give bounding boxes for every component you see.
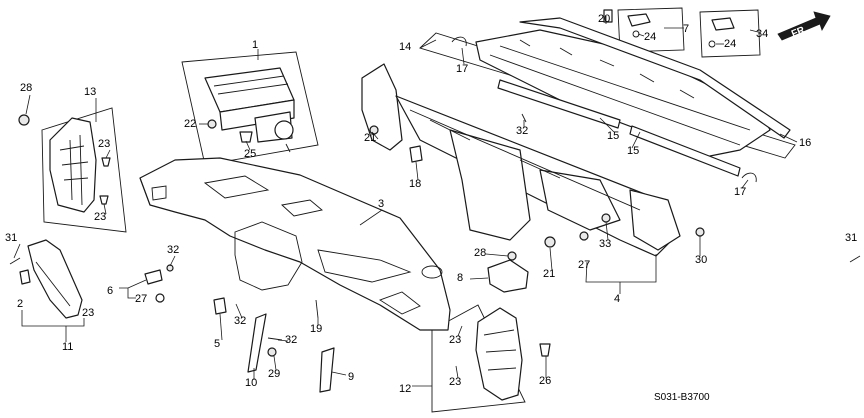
bolt-21-lower [544, 236, 556, 248]
bracket-7 [627, 13, 651, 27]
callout-c13: 13 [84, 86, 96, 98]
callout-c27a: 27 [135, 293, 147, 305]
screw-32-center [267, 337, 283, 341]
callout-c19: 19 [310, 323, 322, 335]
callout-c15a: 15 [607, 130, 619, 142]
callout-c32d: 32 [516, 125, 528, 137]
callout-c1: 1 [252, 39, 258, 51]
group-box-13 [41, 107, 127, 233]
clip-23-upper [101, 157, 111, 167]
callout-c31b: 31 [845, 232, 857, 244]
callout-c7: 7 [683, 23, 689, 35]
group-box-12 [431, 304, 526, 413]
bracket-5 [213, 297, 227, 315]
screw-30 [695, 227, 705, 237]
callout-c21a: 21 [364, 132, 376, 144]
callout-labels: 1234567891011121314151516171718192021212… [5, 13, 857, 395]
callout-c29: 29 [268, 368, 280, 380]
callout-c23a: 23 [98, 138, 110, 150]
clip-17-left [451, 36, 467, 47]
screw-31-left [9, 257, 21, 265]
callout-c23c: 23 [82, 307, 94, 319]
right-side-lid [475, 307, 523, 401]
clip-28-left [18, 114, 30, 126]
garnish-16 [519, 17, 791, 139]
clip-29 [267, 347, 277, 357]
callout-c16: 16 [799, 137, 811, 149]
callout-c18: 18 [409, 178, 421, 190]
group-box-7 [617, 7, 685, 53]
bolt-27-right [579, 231, 589, 241]
screw-31-right [849, 255, 861, 263]
callout-c9: 9 [348, 371, 354, 383]
callout-c24a: 24 [644, 31, 656, 43]
callout-c34: 34 [756, 28, 768, 40]
bracket-10 [247, 313, 267, 373]
callout-c15b: 15 [627, 145, 639, 157]
clip-25 [239, 131, 253, 143]
callout-c23d: 23 [449, 334, 461, 346]
callout-c21b: 21 [543, 268, 555, 280]
callout-c4: 4 [614, 293, 620, 305]
clip-set-6 [144, 264, 174, 303]
callout-c27b: 27 [578, 259, 590, 271]
clip-23-lower [99, 195, 109, 205]
callout-c31a: 31 [5, 232, 17, 244]
callout-c23e: 23 [449, 376, 461, 388]
defroster-duct-15 [497, 79, 741, 177]
callout-c2: 2 [17, 298, 23, 310]
ring-24-right [708, 40, 716, 48]
callout-c14: 14 [399, 41, 411, 53]
callout-c22: 22 [184, 118, 196, 130]
callout-c5: 5 [214, 338, 220, 350]
airbag-module [204, 67, 295, 153]
bracket-34 [711, 17, 735, 31]
screw-32-upper [521, 113, 527, 123]
callout-c6: 6 [107, 285, 113, 297]
callout-c23b: 23 [94, 211, 106, 223]
callout-c32a: 32 [167, 244, 179, 256]
screw-19 [315, 299, 319, 319]
callout-c3: 3 [378, 198, 384, 210]
callout-c26: 26 [539, 375, 551, 387]
bolt-33 [601, 213, 611, 223]
callout-c17b: 17 [734, 186, 746, 198]
left-side-trim [27, 239, 83, 319]
callout-c24b: 24 [724, 38, 736, 50]
callout-c32c: 32 [285, 334, 297, 346]
callout-c33: 33 [599, 238, 611, 250]
callout-c28a: 28 [20, 82, 32, 94]
instrument-panel [139, 157, 451, 331]
leader-lines [13, 16, 798, 387]
clip-17-right [741, 172, 757, 183]
bolt-22 [207, 119, 217, 129]
front-arrow-icon: FR. [777, 11, 831, 41]
bracket-8 [487, 259, 529, 293]
bracket-18 [409, 145, 423, 163]
callout-c28b: 28 [474, 247, 486, 259]
callout-c30: 30 [695, 254, 707, 266]
drawing-code: S031-B3700 [654, 392, 710, 403]
left-side-lid [49, 117, 97, 213]
bolt-28-center [507, 251, 517, 261]
callout-c10: 10 [245, 377, 257, 389]
callout-c8: 8 [457, 272, 463, 284]
clip-26 [539, 343, 551, 357]
callout-c32b: 32 [234, 315, 246, 327]
callout-c17a: 17 [456, 63, 468, 75]
callout-c25: 25 [244, 148, 256, 160]
group-box-34 [699, 9, 761, 58]
callout-c12: 12 [399, 383, 411, 395]
callout-c20: 20 [598, 13, 610, 25]
bracket-9 [319, 347, 335, 393]
clip-2 [19, 269, 31, 285]
callout-c11: 11 [62, 341, 73, 353]
